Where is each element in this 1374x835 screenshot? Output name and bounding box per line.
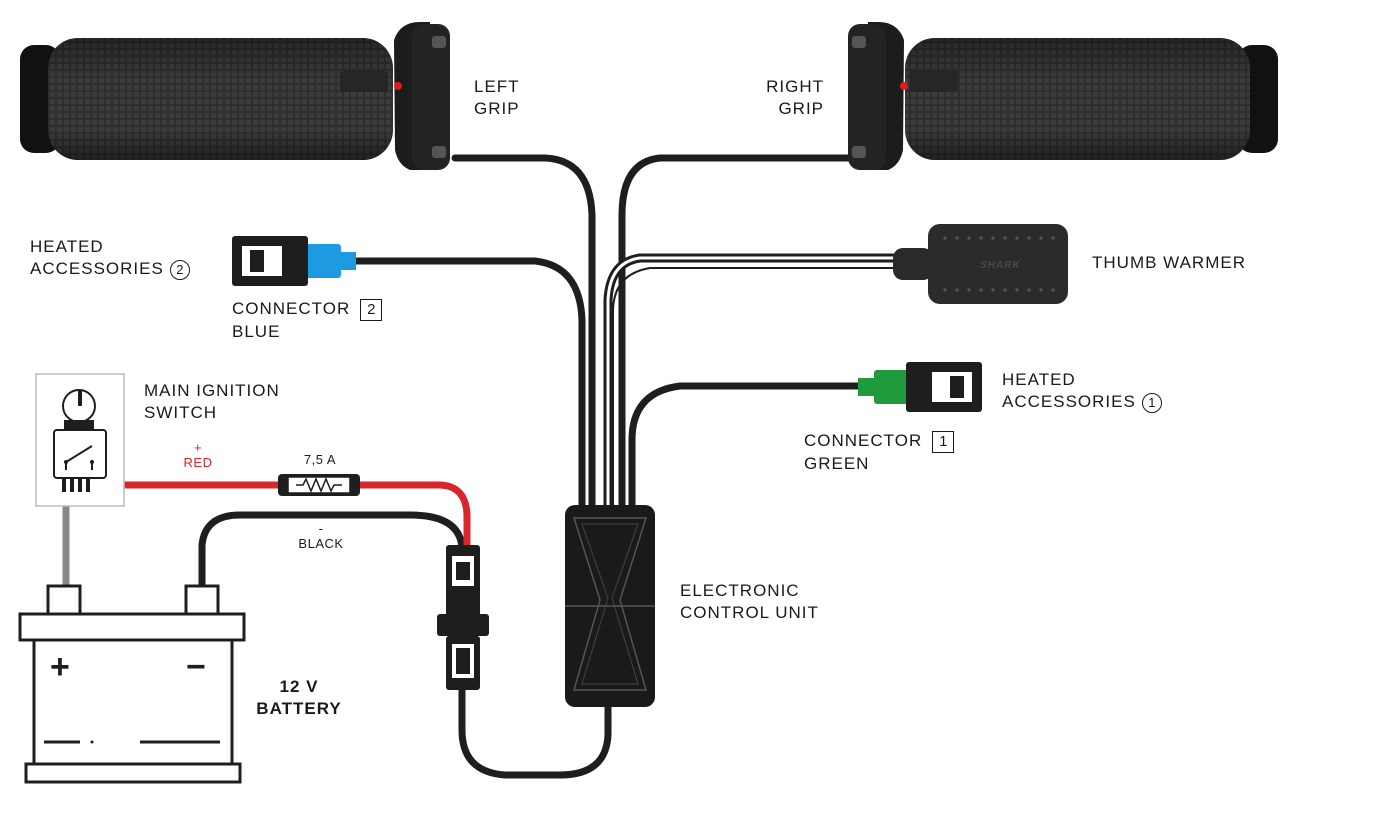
right-grip-cable — [618, 154, 852, 509]
fuse-rating: 7,5 A — [303, 452, 337, 467]
right-grip — [848, 22, 1278, 170]
battery-label-name: BATTERY — [256, 699, 342, 718]
battery-plus-terminal-mark: + — [50, 648, 70, 686]
battery-minus-terminal-mark: − — [186, 648, 206, 686]
left-grip-indicator-led — [394, 82, 402, 90]
left-grip-label-line1: LEFT — [474, 77, 520, 96]
fuse-rating-label: 7,5 A — [290, 452, 350, 467]
connector-blue-line1: CONNECTOR — [232, 299, 351, 318]
green-connector-cable — [628, 382, 866, 509]
heated-accessories-1-line2: ACCESSORIES — [1002, 392, 1136, 411]
heated-accessories-1-label: HEATED ACCESSORIES 1 — [1002, 369, 1162, 413]
connector-blue-badge: 2 — [360, 298, 383, 321]
left-grip-label: LEFT GRIP — [474, 76, 520, 120]
black-wire-name: BLACK — [298, 536, 344, 551]
electronic-control-unit — [565, 505, 655, 707]
right-grip-label: RIGHT GRIP — [724, 76, 824, 120]
connector-blue-line2: BLUE — [232, 321, 281, 341]
thumb-warmer: SHARK — [893, 224, 1068, 304]
red-positive-wire — [92, 481, 471, 552]
wire-harness — [198, 154, 866, 779]
thumb-warmer-logo: SHARK — [980, 260, 1021, 271]
left-grip-cable — [451, 154, 596, 509]
thumb-warmer-cable — [603, 253, 903, 510]
connector-green-line2: GREEN — [804, 453, 870, 473]
main-ignition-switch-label: MAIN IGNITION SWITCH — [144, 380, 280, 424]
connector-blue-label: CONNECTOR 2 BLUE — [232, 298, 383, 343]
thumb-warmer-text: THUMB WARMER — [1092, 253, 1246, 272]
heated-accessories-2-line1: HEATED — [30, 237, 104, 256]
main-ignition-switch — [35, 373, 125, 507]
ecu-label: ELECTRONIC CONTROL UNIT — [680, 580, 819, 624]
battery-label-voltage: 12 V — [279, 677, 319, 696]
left-grip-label-line2: GRIP — [474, 99, 520, 118]
red-wire-label: + RED — [176, 440, 220, 470]
green-connector — [858, 362, 982, 412]
resistor-symbol — [296, 477, 342, 493]
black-negative-wire — [198, 511, 466, 596]
ecu-output-cable — [458, 684, 612, 779]
blue-connector-cable — [351, 257, 586, 509]
ecu-label-line1: ELECTRONIC — [680, 581, 800, 600]
battery-label: 12 V BATTERY — [244, 676, 354, 720]
right-grip-indicator-led — [900, 82, 908, 90]
heated-accessories-1-badge: 1 — [1141, 392, 1162, 413]
right-grip-label-line2: GRIP — [778, 99, 824, 118]
connector-green-line1: CONNECTOR — [804, 431, 923, 450]
red-wire-name: RED — [183, 455, 213, 470]
black-wire-label: - BLACK — [288, 521, 354, 551]
battery: + − — [18, 584, 246, 784]
main-ignition-line1: MAIN IGNITION — [144, 381, 280, 400]
main-ignition-line2: SWITCH — [144, 403, 218, 422]
connector-green-label: CONNECTOR 1 GREEN — [804, 430, 955, 475]
right-grip-label-line1: RIGHT — [766, 77, 824, 96]
red-wire-sign: + — [193, 440, 203, 455]
left-grip — [20, 22, 450, 170]
heated-accessories-1-line1: HEATED — [1002, 370, 1076, 389]
heated-accessories-2-label: HEATED ACCESSORIES 2 — [30, 236, 190, 280]
thumb-warmer-label: THUMB WARMER — [1092, 252, 1246, 274]
battery-plug — [437, 545, 489, 690]
heated-accessories-2-badge: 2 — [169, 259, 190, 280]
connector-green-badge: 1 — [932, 430, 955, 453]
black-wire-sign: - — [318, 521, 324, 536]
blue-connector — [232, 236, 356, 286]
fuse — [278, 474, 360, 496]
heated-accessories-2-line2: ACCESSORIES — [30, 259, 164, 278]
ecu-label-line2: CONTROL UNIT — [680, 603, 819, 622]
